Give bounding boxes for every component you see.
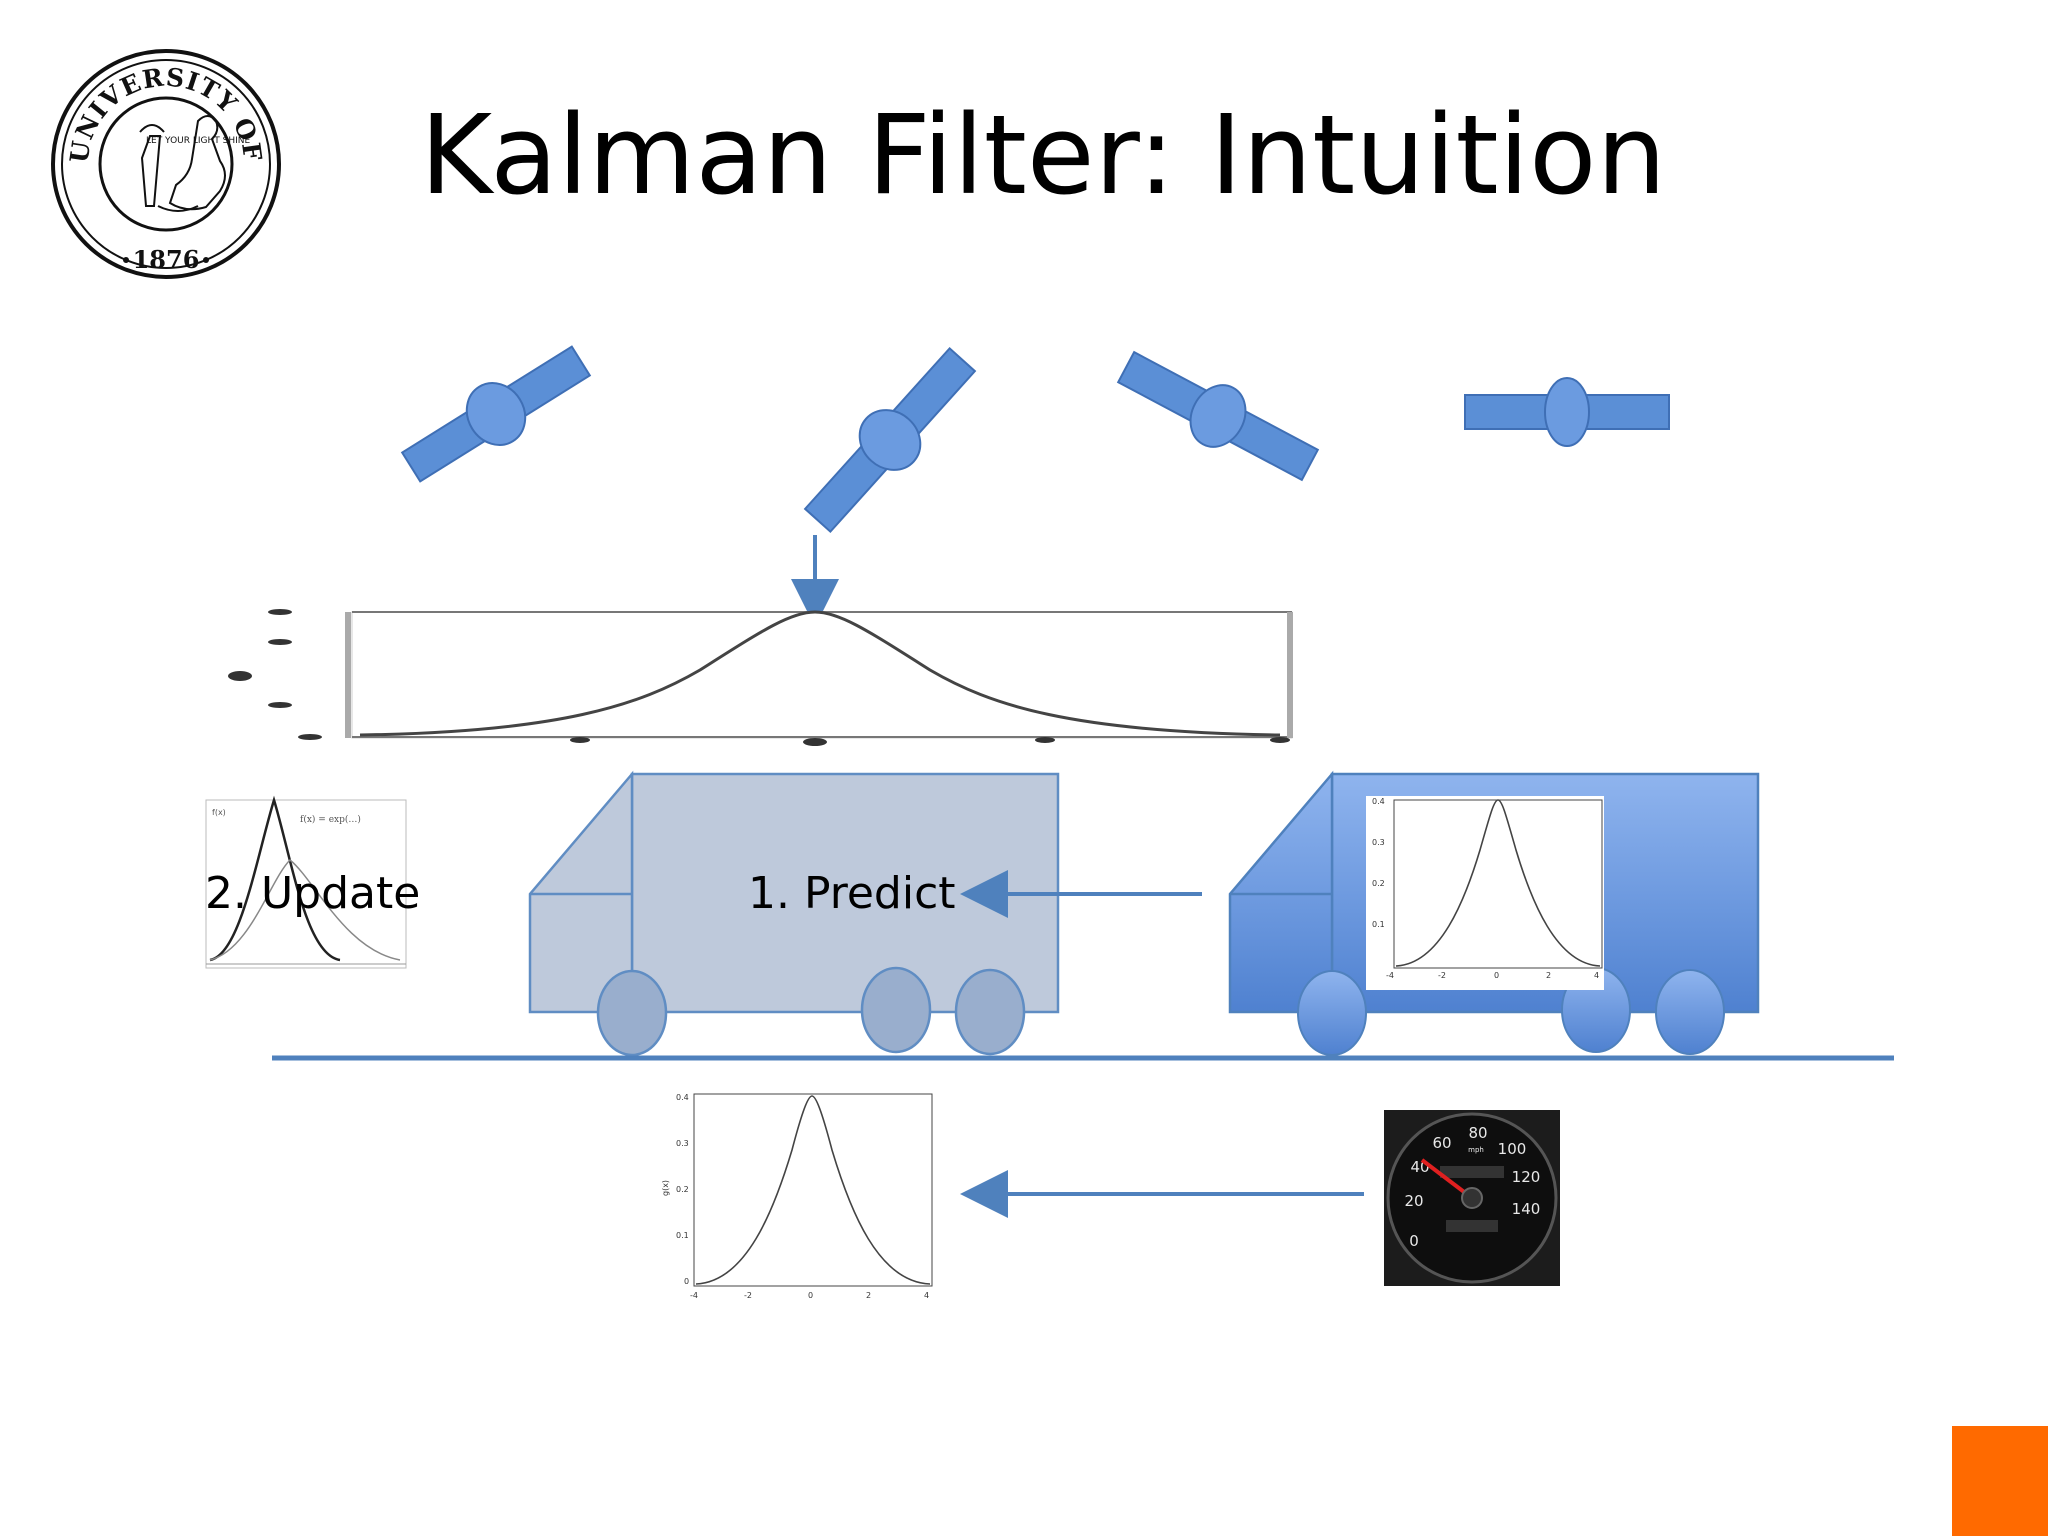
y-tick: 0	[684, 1277, 689, 1286]
slide-title: Kalman Filter: Intuition	[420, 91, 1667, 219]
svg-text:0.1: 0.1	[1372, 920, 1385, 929]
x-tick: -4	[690, 1291, 698, 1300]
y-tick: 0.2	[676, 1185, 689, 1194]
predict-label: 1. Predict	[748, 868, 956, 919]
svg-text:0.4: 0.4	[1372, 797, 1385, 806]
satellite-icon	[1464, 377, 1670, 447]
svg-text:f(x): f(x)	[212, 808, 226, 817]
speedometer-icon: 0 20 40 60 80 100 120 140 mph	[1384, 1110, 1560, 1286]
seal-year: 1876	[133, 245, 200, 274]
y-tick: 0.1	[676, 1231, 689, 1240]
y-tick: 0.3	[676, 1139, 689, 1148]
speed-mark: 80	[1468, 1124, 1487, 1142]
y-label: g(x)	[661, 1180, 670, 1196]
slide-corner-tab	[1952, 1426, 2048, 1536]
speed-mark: 40	[1410, 1158, 1429, 1176]
x-tick: 0	[808, 1291, 813, 1300]
truck-gaussian-plot: 0.4 0.3 0.2 0.1 -4 -2 0 2 4	[1366, 796, 1604, 990]
speed-mark: 60	[1432, 1134, 1451, 1152]
svg-text:0.2: 0.2	[1372, 879, 1385, 888]
speed-unit: mph	[1468, 1146, 1484, 1154]
wide-gaussian-plot	[228, 609, 1293, 746]
university-seal-icon: UNIVERSITY OF COLORADO 1876 LET YOUR LIG…	[48, 46, 281, 279]
satellite-icon	[803, 346, 977, 534]
x-tick: 4	[924, 1291, 929, 1300]
svg-text:0: 0	[1494, 971, 1499, 980]
x-tick: -2	[744, 1291, 752, 1300]
svg-text:4: 4	[1594, 971, 1599, 980]
update-gaussian-plot: f(x) f(x) = exp(…)	[205, 795, 407, 969]
speed-mark: 20	[1404, 1192, 1423, 1210]
update-label: 2. Update	[205, 868, 421, 919]
speed-mark: 140	[1512, 1200, 1541, 1218]
svg-text:0.3: 0.3	[1372, 838, 1385, 847]
svg-text:-4: -4	[1386, 971, 1394, 980]
satellite-icon	[400, 345, 592, 483]
seal-motto: LET YOUR LIGHT SHINE	[146, 136, 250, 146]
svg-text:f(x) = exp(…): f(x) = exp(…)	[300, 814, 361, 825]
x-tick: 2	[866, 1291, 871, 1300]
svg-text:-2: -2	[1438, 971, 1446, 980]
y-tick: 0.4	[676, 1093, 689, 1102]
speed-mark: 100	[1498, 1140, 1527, 1158]
speed-mark: 120	[1512, 1168, 1541, 1186]
satellite-icon	[1116, 350, 1320, 482]
measurement-gaussian-plot: 0.4 0.3 0.2 0.1 0 -4 -2 0 2 4 g(x)	[661, 1093, 933, 1300]
svg-text:2: 2	[1546, 971, 1551, 980]
speed-mark: 0	[1409, 1232, 1419, 1250]
